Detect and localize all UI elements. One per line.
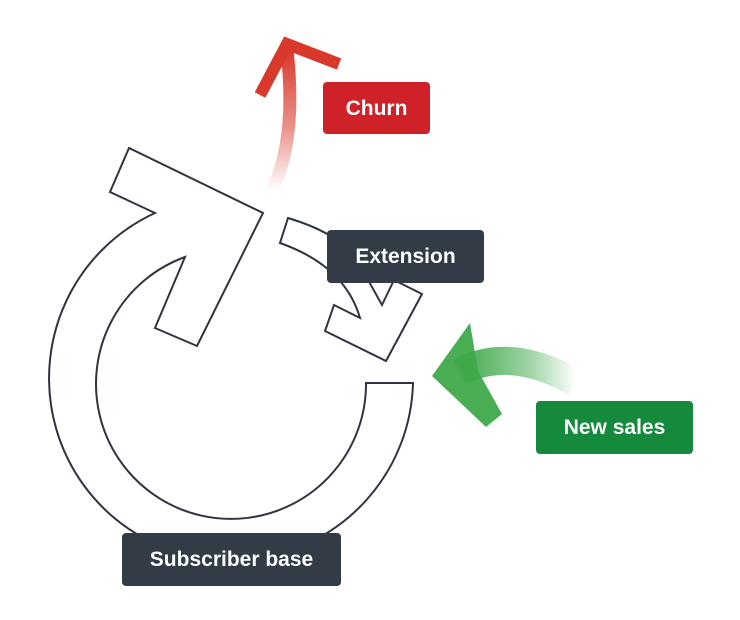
subscriber-base-label: Subscriber base [122, 533, 341, 586]
new-sales-arrow-icon [432, 323, 583, 427]
new-sales-label: New sales [536, 401, 693, 454]
extension-label: Extension [327, 230, 484, 283]
churn-label: Churn [323, 82, 430, 134]
circular-arrow-icon [48, 146, 415, 562]
churn-arrow-icon [254, 36, 342, 193]
